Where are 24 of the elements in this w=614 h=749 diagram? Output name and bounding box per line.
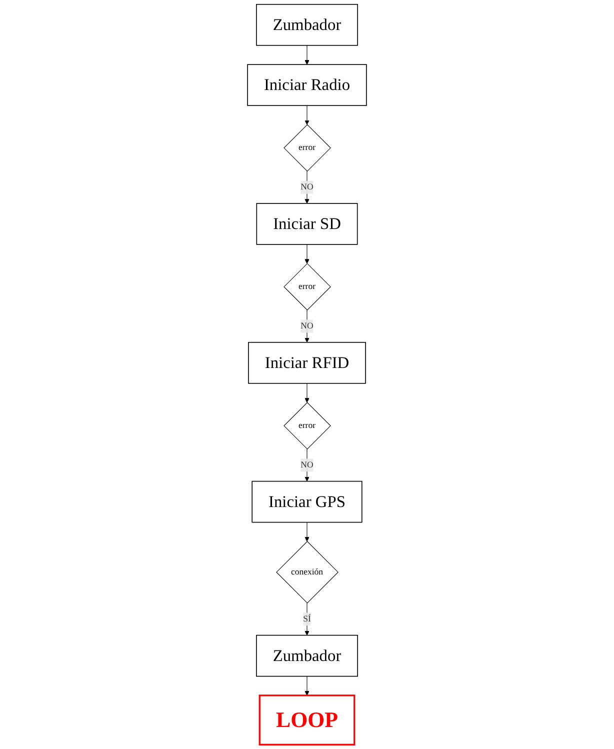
edge-label: NO bbox=[300, 321, 314, 331]
node-box: Iniciar Radio bbox=[247, 64, 367, 106]
arrow bbox=[304, 310, 310, 343]
node-box: Iniciar GPS bbox=[252, 480, 362, 523]
node-box: Iniciar SD bbox=[256, 203, 358, 245]
arrow bbox=[304, 676, 310, 696]
edge-label: NO bbox=[300, 460, 314, 470]
arrow bbox=[304, 105, 310, 125]
node-diamond: error bbox=[284, 402, 331, 450]
edge-label: NO bbox=[300, 182, 314, 192]
node-box: Iniciar RFID bbox=[248, 342, 366, 384]
node-diamond: conexión bbox=[276, 541, 338, 604]
arrow bbox=[304, 522, 310, 542]
arrow bbox=[304, 170, 310, 204]
edge-label: SÍ bbox=[303, 614, 311, 624]
arrow bbox=[304, 244, 310, 264]
node-diamond: error bbox=[284, 124, 331, 172]
node-box: Zumbador bbox=[256, 634, 358, 677]
node-box: LOOP bbox=[258, 694, 356, 746]
node-diamond: error bbox=[284, 263, 331, 310]
arrow bbox=[304, 383, 310, 403]
arrow bbox=[304, 45, 310, 65]
node-box: Zumbador bbox=[256, 4, 358, 46]
arrow bbox=[304, 448, 310, 482]
